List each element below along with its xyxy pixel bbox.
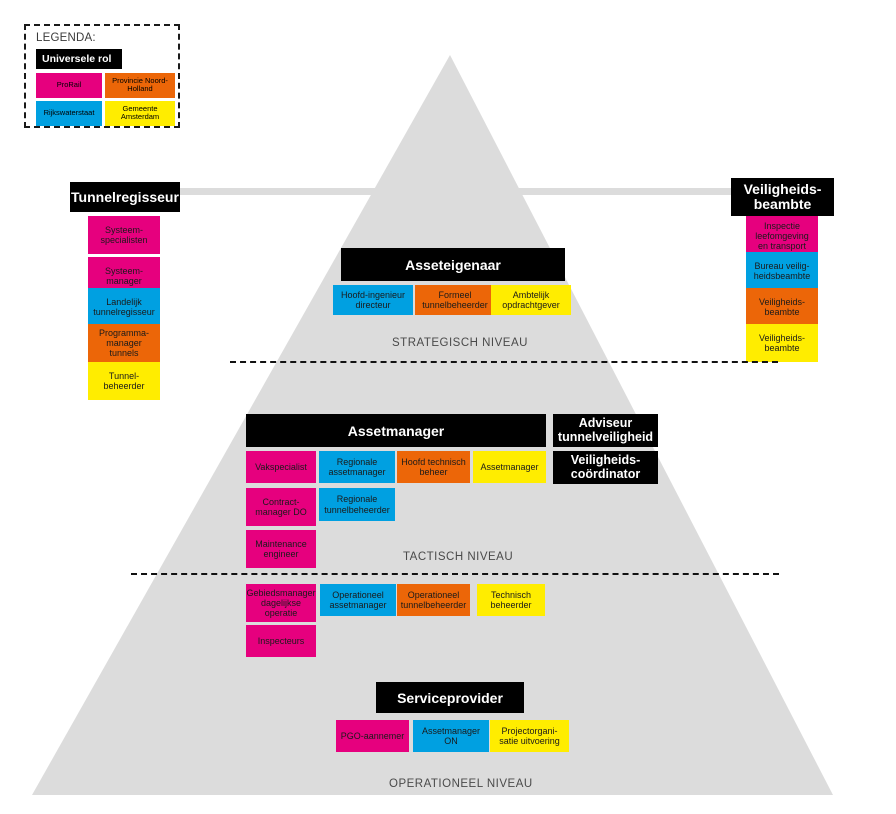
level-label-strategisch: STRATEGISCH NIVEAU <box>392 337 528 349</box>
header-asseteigenaar: Asseteigenaar <box>341 248 565 281</box>
role-regionale-assetmanager: Regionale assetmanager <box>319 451 395 483</box>
role-projectorganisatie-uitvoering: Projectorgani-satie uitvoering <box>490 720 569 752</box>
role-programmamanager-tunnels: Programma-manager tunnels <box>88 324 160 362</box>
role-landelijk-tunnelregisseur: Landelijk tunnelregisseur <box>88 288 160 326</box>
role-formeel-tunnelbeheerder: Formeel tunnelbeheerder <box>415 285 495 315</box>
connector-line-left <box>180 188 415 195</box>
header-veiligheidsbeambte: Veiligheids-beambte <box>731 178 834 216</box>
role-operationeel-assetmanager: Operationeel assetmanager <box>320 584 396 616</box>
role-hoofd-technisch-beheer: Hoofd technisch beheer <box>397 451 470 483</box>
header-serviceprovider: Serviceprovider <box>376 682 524 713</box>
level-label-tactisch: TACTISCH NIVEAU <box>403 551 514 563</box>
legend-swatch-grid: ProRail Provincie Noord-Holland Rijkswat… <box>36 73 175 126</box>
legend-universal-role: Universele rol <box>36 49 122 69</box>
header-tunnelregisseur: Tunnelregisseur <box>70 182 180 212</box>
role-veiligheidsbeambte-ams: Veiligheids-beambte <box>746 324 818 362</box>
header-veiligheidscoordinator: Veiligheids-coördinator <box>553 451 658 484</box>
role-operationeel-tunnelbeheerder: Operationeel tunnelbeheerder <box>397 584 470 616</box>
role-assetmanager-ams: Assetmanager <box>473 451 546 483</box>
role-hoofd-ingenieur-directeur: Hoofd-ingenieur directeur <box>333 285 413 315</box>
header-adviseur-tunnelveiligheid: Adviseur tunnelveiligheid <box>553 414 658 447</box>
role-assetmanager-on: Assetmanager ON <box>413 720 489 752</box>
divider-strategisch-tactisch <box>230 361 778 363</box>
role-technisch-beheerder: Technisch beheerder <box>477 584 545 616</box>
connector-line-right <box>493 188 733 195</box>
legend-item-gemeente-amsterdam: Gemeente Amsterdam <box>105 100 175 126</box>
role-tunnelbeheerder-links: Tunnel-beheerder <box>88 362 160 400</box>
role-regionale-tunnelbeheerder: Regionale tunnelbeheerder <box>319 488 395 521</box>
role-contractmanager-do: Contract-manager DO <box>246 488 316 526</box>
legend-item-provincie-noord-holland: Provincie Noord-Holland <box>105 73 175 98</box>
header-assetmanager: Assetmanager <box>246 414 546 447</box>
role-pgo-aannemer: PGO-aannemer <box>336 720 409 752</box>
role-inspectie-leefomgeving-transport: Inspectie leefomgeving en transport <box>746 216 818 256</box>
legend-item-rijkswaterstaat: Rijkswaterstaat <box>36 100 102 126</box>
legend-title: LEGENDA: <box>36 32 96 44</box>
role-inspecteurs: Inspecteurs <box>246 625 316 657</box>
role-veiligheidsbeambte-pnh: Veiligheids-beambte <box>746 288 818 326</box>
divider-tactisch-operationeel <box>131 573 779 575</box>
role-vakspecialist: Vakspecialist <box>246 451 316 483</box>
legend-item-prorail: ProRail <box>36 73 102 98</box>
role-systeem-specialisten: Systeem-specialisten <box>88 216 160 254</box>
level-label-operationeel: OPERATIONEEL NIVEAU <box>389 778 533 790</box>
legend-panel: LEGENDA: Universele rol ProRail Provinci… <box>24 24 180 128</box>
role-bureau-veiligheidsbeambte: Bureau veilig-heidsbeambte <box>746 252 818 290</box>
role-ambtelijk-opdrachtgever: Ambtelijk opdrachtgever <box>491 285 571 315</box>
role-gebiedsmanager-dagelijkse-operatie: Gebiedsmanager dagelijkse operatie <box>246 584 316 622</box>
role-maintenance-engineer: Maintenance engineer <box>246 530 316 568</box>
